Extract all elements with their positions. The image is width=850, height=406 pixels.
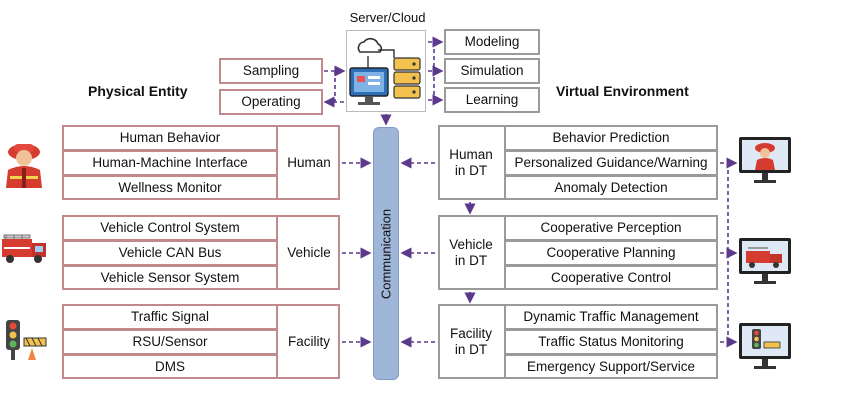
list-item: Vehicle Control System: [62, 215, 278, 241]
list-item: RSU/Sensor: [62, 329, 278, 355]
firefighter-icon: [2, 140, 46, 188]
operating-box: Operating: [219, 89, 323, 115]
monitor-fire-truck-icon: [738, 237, 792, 287]
list-item: Emergency Support/Service: [504, 354, 718, 379]
physical-vehicle-label: Vehicle: [287, 244, 331, 260]
traffic-light-icon: [2, 318, 50, 360]
fire-truck-icon: [0, 233, 48, 265]
modeling-box: Modeling: [444, 29, 540, 55]
monitor-firefighter-icon: [738, 136, 792, 186]
physical-entity-heading: Physical Entity: [88, 83, 188, 99]
monitor-traffic-light-icon: [738, 322, 792, 372]
server-cloud-icon: [346, 30, 426, 112]
physical-human-label: Human: [287, 154, 331, 170]
list-item: Cooperative Control: [504, 265, 718, 290]
simulation-box: Simulation: [444, 58, 540, 84]
list-item: Vehicle CAN Bus: [62, 240, 278, 266]
list-item: Vehicle Sensor System: [62, 265, 278, 290]
list-item: DMS: [62, 354, 278, 379]
list-item: Behavior Prediction: [504, 125, 718, 151]
physical-facility-label: Facility: [287, 333, 330, 349]
communication-bar: Communication: [373, 127, 399, 380]
list-item: Anomaly Detection: [504, 175, 718, 200]
list-item: Wellness Monitor: [62, 175, 278, 200]
learning-box: Learning: [444, 87, 540, 113]
virtual-environment-heading: Virtual Environment: [556, 83, 689, 99]
sampling-box: Sampling: [219, 58, 323, 84]
server-label: Server/Cloud: [349, 10, 426, 25]
